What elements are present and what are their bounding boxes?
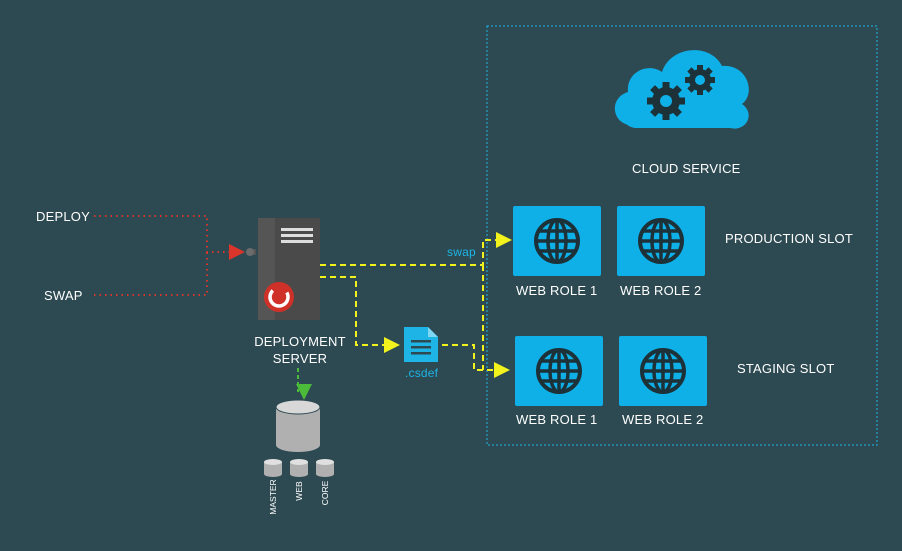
cloud-service-label: CLOUD SERVICE	[632, 161, 741, 176]
core-db-label: CORE	[320, 480, 330, 506]
server-icon	[246, 218, 320, 320]
globe-icon	[640, 348, 686, 394]
master-db-label: MASTER	[268, 479, 278, 515]
production-web-role-1-label: WEB ROLE 1	[516, 283, 598, 298]
master-db-icon	[264, 459, 282, 477]
staging-web-role-2-tile	[619, 336, 707, 406]
cloud-gears-icon	[614, 50, 749, 129]
core-db-icon	[316, 459, 334, 477]
deployment-server-label-line2: SERVER	[272, 351, 328, 366]
swap-path	[320, 232, 512, 266]
globe-icon	[638, 218, 684, 264]
swap-connector	[94, 252, 208, 296]
csdef-path	[320, 276, 400, 353]
production-web-role-2-label: WEB ROLE 2	[620, 283, 702, 298]
csdef-file-icon	[404, 327, 438, 362]
web-db-icon	[290, 459, 308, 477]
staging-slot-label: STAGING SLOT	[737, 361, 835, 376]
production-slot-label: PRODUCTION SLOT	[725, 231, 853, 246]
globe-icon	[534, 218, 580, 264]
deploy-connector	[94, 215, 245, 260]
swap-path-label: swap	[447, 245, 476, 259]
deployment-server-label-line1: DEPLOYMENT	[254, 334, 346, 349]
swap-input-label: SWAP	[44, 288, 83, 303]
deploy-label: DEPLOY	[36, 209, 90, 224]
deployment-server-label: DEPLOYMENT SERVER	[240, 333, 360, 367]
staging-web-role-1-label: WEB ROLE 1	[516, 412, 598, 427]
staging-path	[442, 344, 510, 378]
production-web-role-1-tile	[513, 206, 601, 276]
web-db-label: WEB	[294, 481, 304, 501]
staging-web-role-2-label: WEB ROLE 2	[622, 412, 704, 427]
globe-icon	[536, 348, 582, 394]
production-web-role-2-tile	[617, 206, 705, 276]
csdef-label: .csdef	[405, 366, 439, 380]
staging-web-role-1-tile	[515, 336, 603, 406]
cloud-service-boundary	[486, 25, 878, 446]
database-icon	[275, 399, 321, 452]
